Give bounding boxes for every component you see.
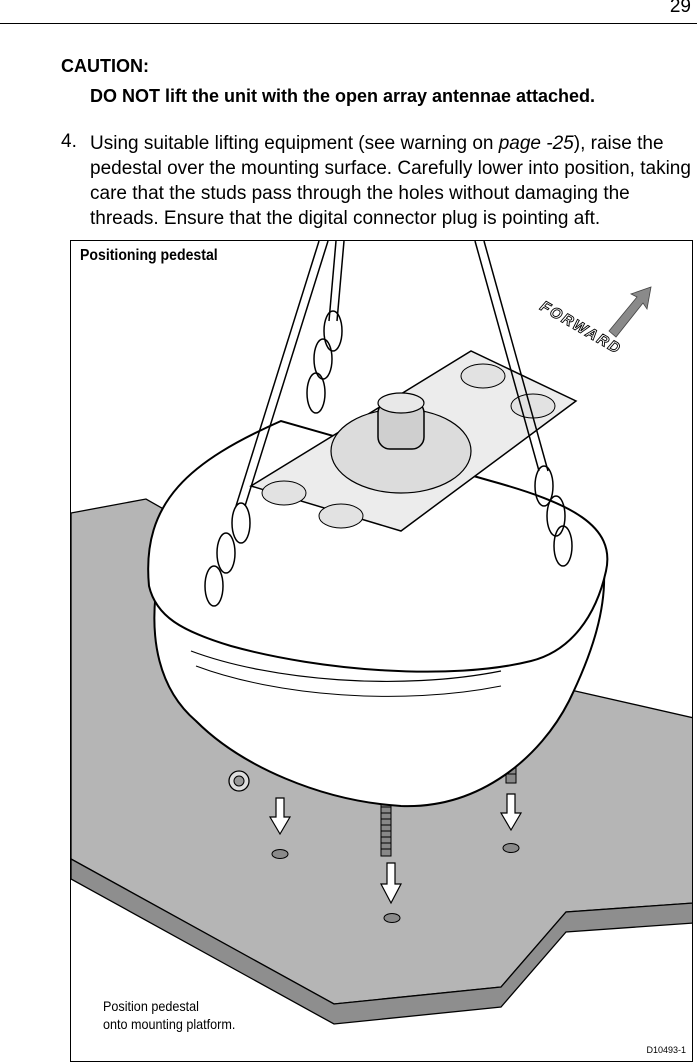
caption-line-2: onto mounting platform. bbox=[103, 1016, 236, 1032]
step-text-start: Using suitable lifting equipment (see wa… bbox=[90, 133, 499, 154]
figure-title: Positioning pedestal bbox=[80, 247, 218, 264]
caption-line-1: Position pedestal bbox=[103, 998, 199, 1014]
caution-text: DO NOT lift the unit with the open array… bbox=[90, 86, 596, 106]
pedestal-illustration: FORWARD bbox=[71, 241, 692, 1025]
figure-caption: Position pedestal onto mounting platform… bbox=[103, 997, 235, 1033]
pedestal-unit bbox=[147, 350, 609, 808]
page-number: 29 bbox=[669, 0, 691, 17]
header-rule bbox=[0, 23, 697, 24]
down-arrow-icons bbox=[268, 793, 523, 905]
page-reference-link[interactable]: page -25 bbox=[498, 133, 574, 154]
figure-positioning-pedestal: FORWARD Positioning pedestal Position pe… bbox=[70, 240, 693, 1062]
drawing-code: D10493-1 bbox=[646, 1045, 686, 1055]
step-text: Using suitable lifting equipment (see wa… bbox=[90, 131, 695, 231]
mounting-hole bbox=[502, 843, 520, 853]
caution-heading: CAUTION: bbox=[61, 56, 149, 76]
mounting-hole bbox=[383, 913, 401, 923]
step-number: 4. bbox=[61, 131, 77, 152]
lifting-straps bbox=[204, 241, 573, 607]
forward-arrow-icon bbox=[608, 286, 652, 338]
mounting-hole bbox=[271, 849, 289, 859]
step-text-end: ), raise the pedestal over the mounting … bbox=[90, 133, 691, 229]
